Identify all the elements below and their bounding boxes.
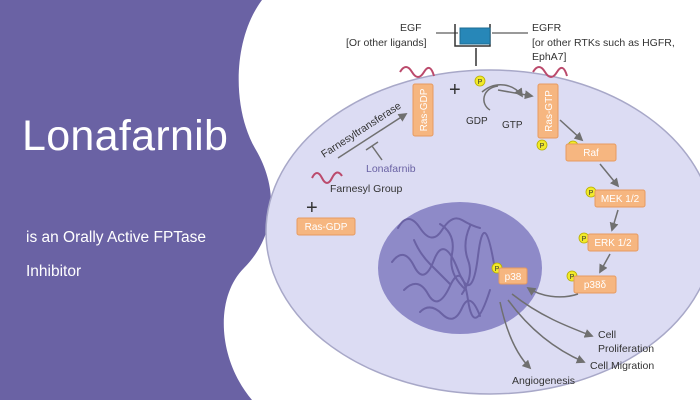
- svg-text:Ras-GTP: Ras-GTP: [544, 90, 555, 132]
- svg-text:P: P: [589, 190, 594, 197]
- outcome-arrows: [499, 293, 594, 370]
- svg-text:P: P: [495, 266, 500, 273]
- receptor: [454, 24, 491, 66]
- svg-text:Raf: Raf: [583, 148, 599, 159]
- cascade-arrows: [497, 89, 620, 298]
- svg-text:P: P: [570, 274, 575, 281]
- outcome-migration: Cell Migration: [590, 360, 654, 372]
- nucleus: [378, 202, 542, 334]
- raf-box: Raf: [565, 143, 617, 162]
- svg-text:ERK 1/2: ERK 1/2: [594, 238, 632, 249]
- p38-delta-box: p38δ: [573, 275, 617, 294]
- erk-box: ERK 1/2: [587, 233, 639, 252]
- farnesyl-tail-membrane: [399, 66, 435, 78]
- plus-sign-cytosol: +: [306, 197, 318, 219]
- farnesyl-group-icon: [311, 171, 343, 184]
- gdp-release-curve: [483, 85, 499, 111]
- svg-text:P: P: [478, 79, 483, 86]
- farnesyltransferase-arrow: [337, 113, 408, 159]
- svg-text:MEK 1/2: MEK 1/2: [601, 194, 640, 205]
- outcome-proliferation-1: Cell: [598, 329, 616, 341]
- mek-box: MEK 1/2: [594, 189, 646, 208]
- receptor-label-2: [or other RTKs such as HGFR,: [532, 37, 675, 49]
- page-title: Lonafarnib: [22, 112, 229, 160]
- farnesyl-group-label: Farnesyl Group: [330, 183, 403, 195]
- ligand-label-1: EGF: [400, 22, 422, 34]
- dna-strands: [391, 217, 495, 320]
- svg-text:p38δ: p38δ: [584, 280, 607, 291]
- svg-text:Ras-GDP: Ras-GDP: [305, 222, 348, 233]
- outcome-proliferation-2: Proliferation: [598, 343, 654, 355]
- ras-gdp-cytosol: Ras-GDP: [296, 217, 356, 236]
- lonafarnib-label: Lonafarnib: [366, 163, 416, 175]
- svg-text:P: P: [582, 236, 587, 243]
- subtitle-line-2: Inhibitor: [26, 263, 82, 280]
- plus-sign-membrane: +: [449, 79, 461, 101]
- sidebar-panel: [0, 0, 272, 400]
- gtp-label: GTP: [502, 120, 523, 131]
- lonafarnib-inhibition: [365, 141, 383, 161]
- receptor-label-3: EphA7]: [532, 51, 567, 63]
- svg-text:P: P: [540, 143, 545, 150]
- receptor-label-1: EGFR: [532, 22, 562, 34]
- gdp-label: GDP: [466, 116, 488, 127]
- ras-gdp-membrane: Ras-GDP: [412, 83, 434, 137]
- subtitle-line-1: is an Orally Active FPTase: [26, 229, 207, 246]
- svg-text:Ras-GDP: Ras-GDP: [419, 88, 430, 131]
- svg-text:p38: p38: [505, 272, 522, 283]
- farnesyl-tail-gtp: [532, 66, 568, 78]
- p38-box: p38: [498, 267, 528, 285]
- ligand-label-2: [Or other ligands]: [346, 37, 427, 49]
- ras-gtp: Ras-GTP: [537, 83, 559, 139]
- outcome-angiogenesis: Angiogenesis: [512, 375, 575, 387]
